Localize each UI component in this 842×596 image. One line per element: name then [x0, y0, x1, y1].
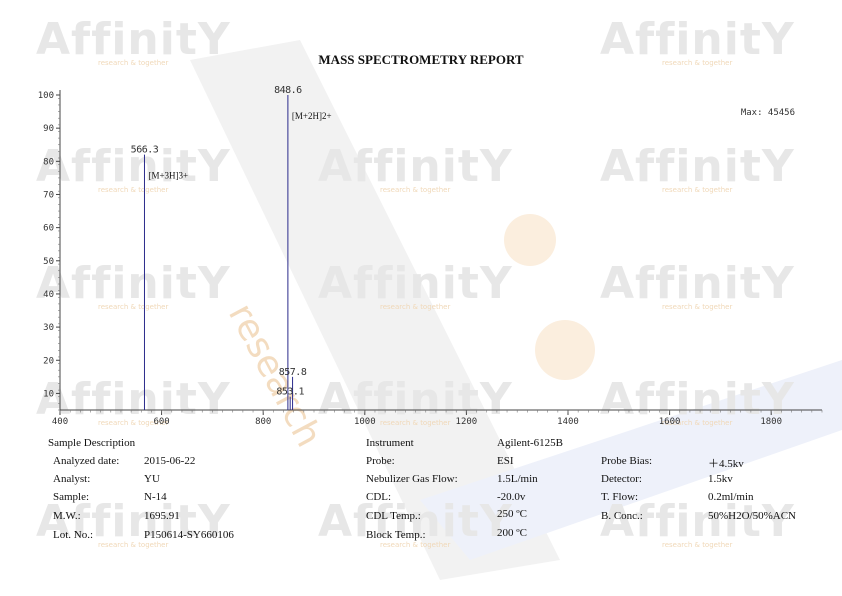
y-tick-label: 100	[38, 91, 54, 101]
y-tick-label: 20	[43, 356, 54, 366]
sample-row-value: N-14	[144, 491, 167, 503]
instrument-name: Agilent-6125B	[497, 437, 563, 449]
sample-row-label: Analyzed date:	[53, 455, 120, 467]
x-tick-label: 600	[153, 417, 169, 427]
sample-row-label: M.W.:	[53, 510, 81, 522]
instrument-row-value: 250 ºC	[497, 508, 527, 520]
instrument-row-value: ESI	[497, 455, 514, 467]
instrument-row-label: Probe Bias:	[601, 455, 653, 467]
instrument-row-value: 50%H2O/50%ACN	[708, 510, 796, 522]
x-tick-label: 1600	[659, 417, 681, 427]
instrument-row-label: Block Temp.:	[366, 529, 426, 541]
instrument-row-value: 1.5L/min	[497, 473, 538, 485]
instrument-row-label: T. Flow:	[601, 491, 639, 503]
instrument-row-label: B. Conc.:	[601, 510, 643, 522]
instrument-row-label: CDL Temp.:	[366, 510, 421, 522]
mass-spectrum-chart: 10 20 30 40 50 60 70 80 90 100 400 600 800 1000 1200 14…	[38, 85, 823, 427]
max-intensity-label: Max: 45456	[741, 108, 795, 118]
sample-row-value: YU	[144, 473, 160, 485]
instrument-header: Instrument	[366, 437, 414, 449]
peak-mz-label: 566.3	[131, 145, 159, 156]
y-tick-label: 90	[43, 124, 54, 134]
instrument-row-label: Nebulizer Gas Flow:	[366, 473, 458, 485]
peak-mz-label: 848.6	[274, 85, 302, 96]
sample-row-value: P150614-SY660106	[144, 529, 234, 541]
y-tick-label: 10	[43, 389, 54, 399]
x-tick-label: 1400	[557, 417, 579, 427]
x-tick-label: 1000	[354, 417, 376, 427]
y-tick-label: 40	[43, 290, 54, 300]
x-tick-label: 1800	[760, 417, 782, 427]
sample-description-header: Sample Description	[48, 437, 136, 449]
instrument-row-value: -20.0v	[497, 491, 526, 503]
sample-row-value: 2015-06-22	[144, 455, 196, 467]
sample-row-value: 1695.91	[144, 510, 180, 522]
y-tick-label: 30	[43, 323, 54, 333]
peak-mz-label: 857.8	[279, 367, 307, 378]
instrument-row-value: 1.5kv	[708, 473, 733, 485]
instrument-row-label: Probe:	[366, 455, 395, 467]
instrument-row-value: 0.2ml/min	[708, 491, 754, 503]
instrument-row-label: CDL:	[366, 491, 392, 503]
sample-row-label: Sample:	[53, 491, 90, 503]
instrument-row-label: Detector:	[601, 473, 642, 485]
watermark-tagline: research & together	[98, 541, 169, 549]
sample-row-label: Lot. No.:	[53, 529, 94, 541]
peak-annotation: [M+2H]2+	[292, 111, 332, 121]
y-tick-label: 80	[43, 157, 54, 167]
y-tick-label: 70	[43, 190, 54, 200]
instrument-row-value: ＋4.5kv	[708, 458, 744, 470]
x-tick-label: 800	[255, 417, 271, 427]
peak-annotation: [M+3H]3+	[148, 171, 188, 181]
sample-row-label: Analyst:	[53, 473, 91, 485]
y-tick-label: 50	[43, 257, 54, 267]
instrument-row-value: 200 ºC	[497, 527, 527, 539]
report-title: MASS SPECTROMETRY REPORT	[318, 52, 524, 67]
x-tick-label: 1200	[456, 417, 478, 427]
x-tick-label: 400	[52, 417, 68, 427]
watermark-tagline: research & together	[662, 541, 733, 549]
y-tick-label: 60	[43, 224, 54, 234]
peak-mz-label: 853.1	[276, 387, 304, 398]
watermark-tagline: research & together	[380, 541, 451, 549]
